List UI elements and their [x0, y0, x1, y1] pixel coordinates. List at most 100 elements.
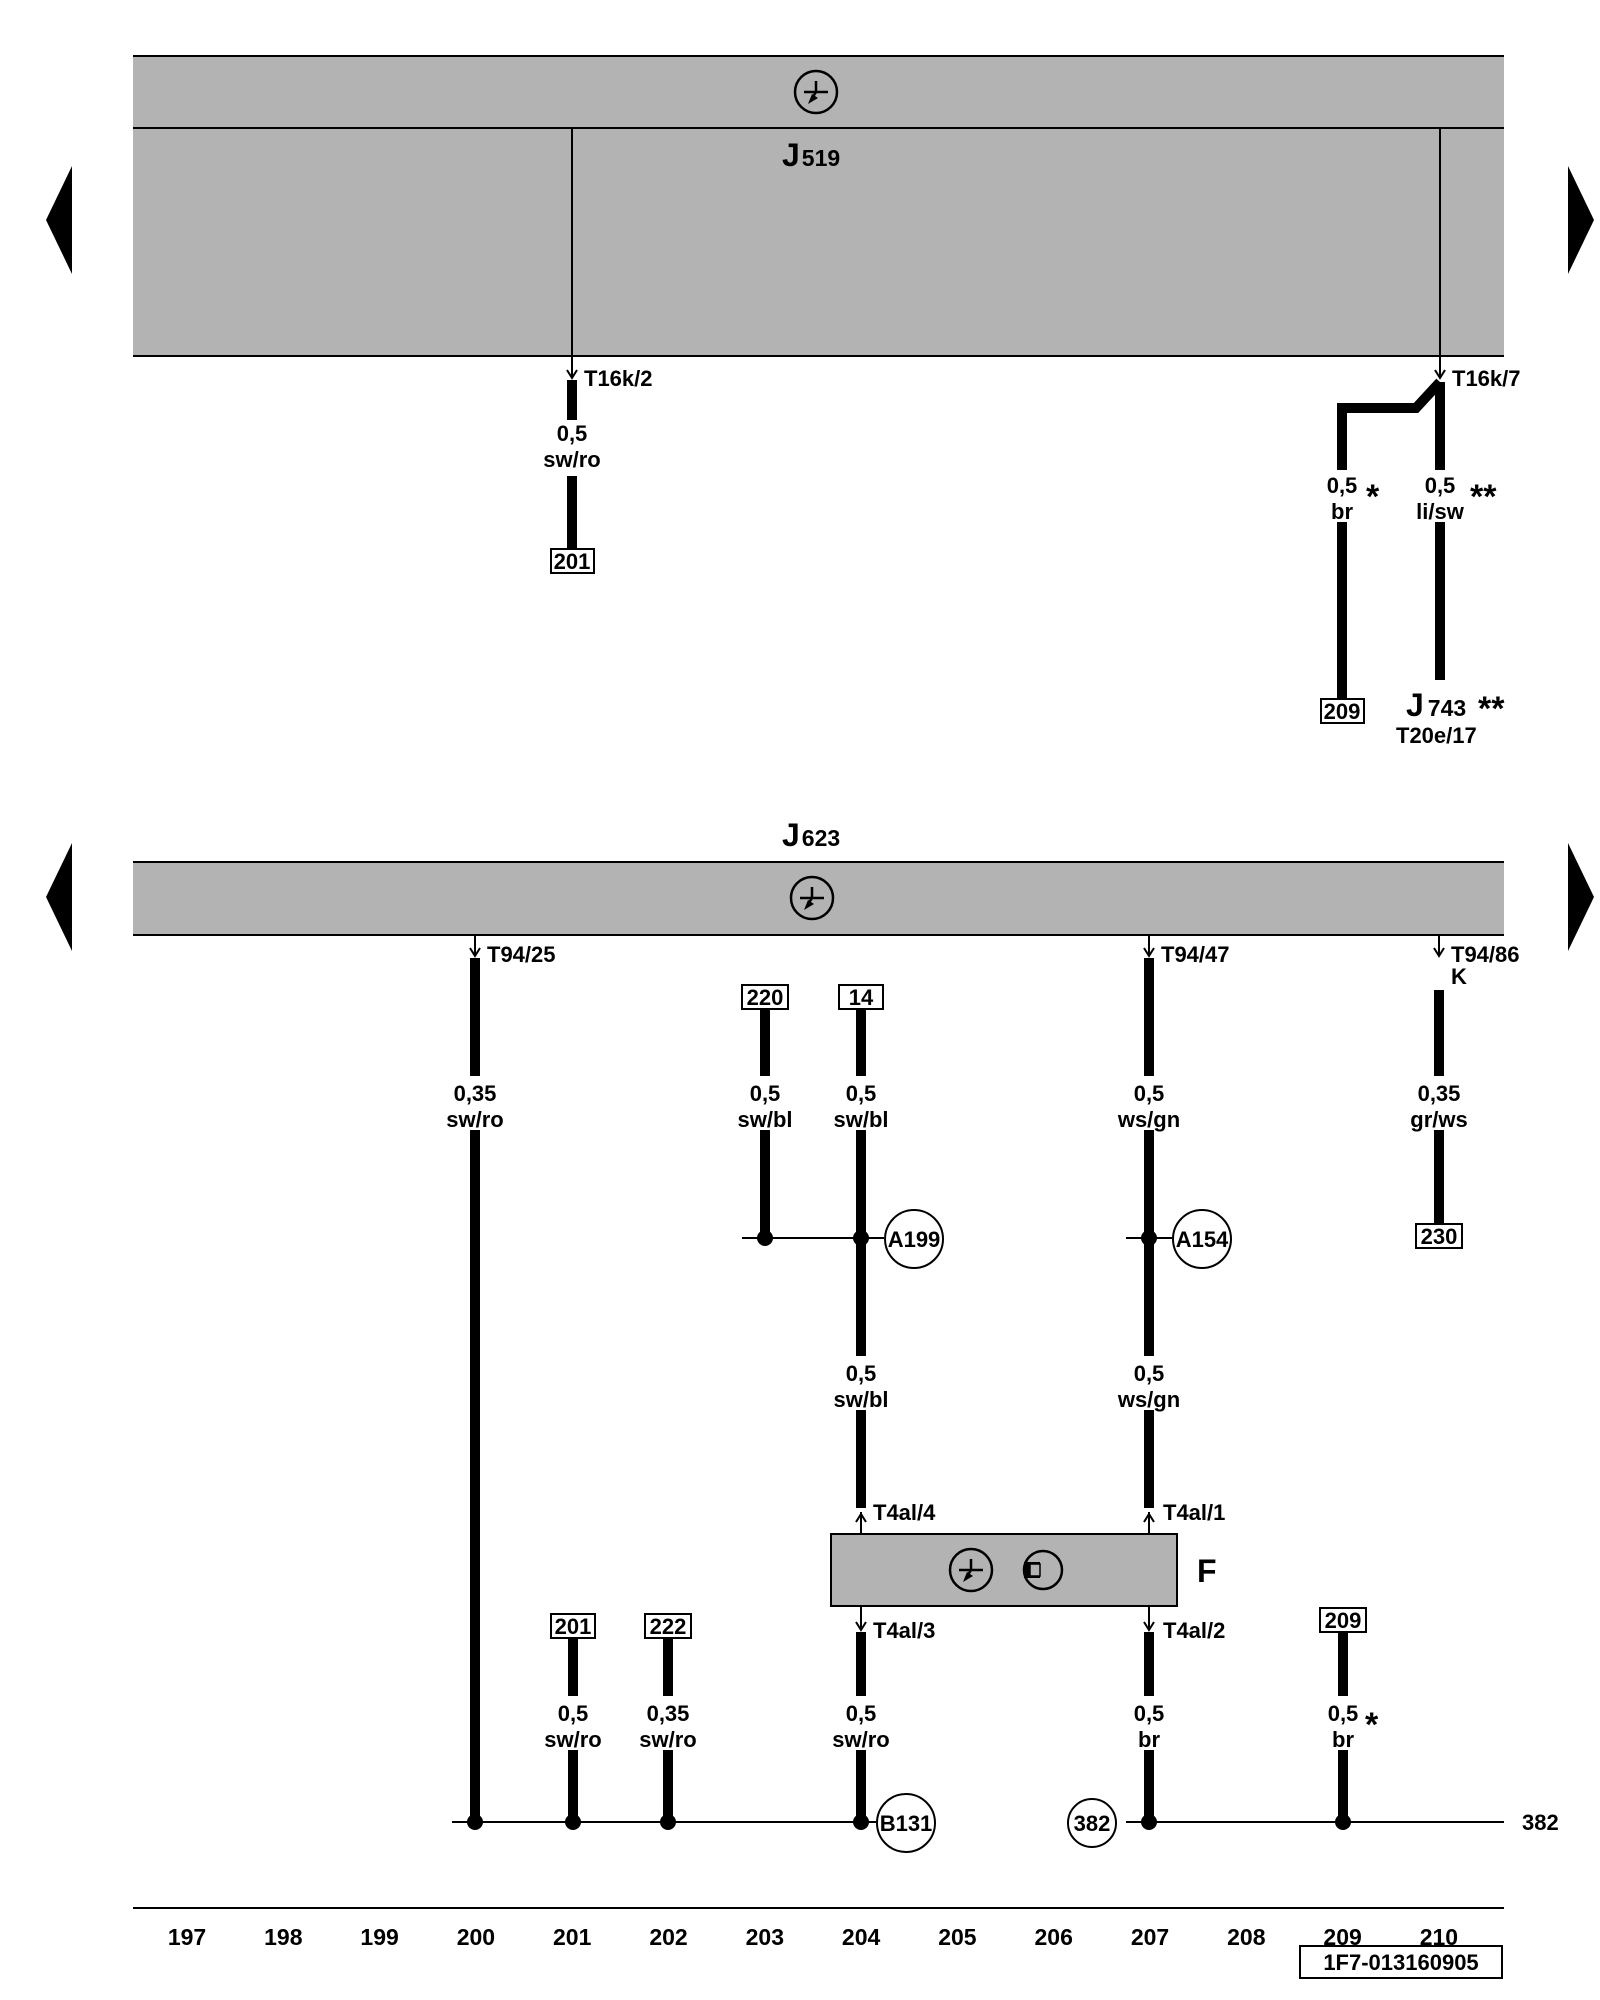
pin-t4al4: T4al/4: [855, 1500, 936, 1534]
svg-text:A199: A199: [888, 1227, 941, 1252]
wire-size: 0,5: [1134, 1701, 1165, 1726]
can-bus-icon: [948, 1547, 994, 1593]
ground-bus-b131: [452, 1814, 876, 1830]
ref-box[interactable]: 201: [550, 548, 595, 574]
wire-209-382: 0,5 br *: [1328, 1633, 1379, 1822]
wire-size: 0,5: [1328, 1701, 1359, 1726]
footnote-star: **: [1478, 690, 1505, 728]
wire-222-ground: 0,35 sw/ro: [639, 1639, 697, 1822]
svg-text:A154: A154: [1176, 1227, 1229, 1252]
wire-color: ws/gn: [1117, 1387, 1180, 1412]
wire-color: sw/ro: [446, 1107, 503, 1132]
pin-label: T20e/17: [1396, 723, 1477, 748]
svg-text:230: 230: [1421, 1224, 1458, 1249]
wire-size: 0,5: [557, 421, 588, 446]
pin-t4al1: T4al/1: [1143, 1500, 1225, 1534]
wire-size: 0,5: [846, 1361, 877, 1386]
footnote-star: *: [1365, 1706, 1379, 1744]
column-number: 203: [746, 1924, 784, 1950]
can-bus-icon: [793, 69, 839, 115]
j623-module: [133, 861, 1504, 936]
wire-size: 0,35: [454, 1081, 497, 1106]
svg-text:201: 201: [555, 1614, 592, 1639]
wire-14: 0,5 sw/bl: [833, 1010, 889, 1246]
footnote-star: *: [1366, 478, 1380, 516]
wire-t16k7-br: 0,5 br *: [1327, 378, 1444, 702]
pin-label: T94/86: [1451, 942, 1520, 967]
page-prev-arrow-icon[interactable]: [46, 166, 72, 274]
column-number: 202: [649, 1924, 687, 1950]
wire-a154-f: 0,5 ws/gn: [1117, 1238, 1180, 1508]
wire-size: 0,5: [1134, 1081, 1165, 1106]
pin-label: T4al/1: [1163, 1500, 1225, 1525]
ref-box[interactable]: 14: [838, 984, 884, 1010]
column-number: 207: [1131, 1924, 1169, 1950]
svg-text:209: 209: [1324, 699, 1361, 724]
ref-box[interactable]: 220: [741, 984, 789, 1010]
wire-color: sw/bl: [737, 1107, 792, 1132]
pin-sublabel: K: [1451, 964, 1467, 989]
svg-text:222: 222: [650, 1614, 687, 1639]
wire-color: li/sw: [1416, 499, 1465, 524]
page-next-arrow-icon[interactable]: [1568, 843, 1594, 951]
wire-size: 0,35: [1418, 1081, 1461, 1106]
svg-text:201: 201: [554, 549, 591, 574]
column-number: 197: [168, 1924, 206, 1950]
ref-box[interactable]: 209: [1319, 1607, 1367, 1633]
column-number: 200: [457, 1924, 495, 1950]
wire-size: 0,5: [1425, 473, 1456, 498]
svg-text:B131: B131: [880, 1811, 933, 1836]
connector-b131[interactable]: B131: [876, 1793, 936, 1853]
wire-201-ground: 0,5 sw/ro: [544, 1639, 602, 1822]
wire-t4al2-382: 0,5 br: [1134, 1632, 1165, 1822]
wire-color: br: [1331, 499, 1353, 524]
wire-a199-f: 0,5 sw/bl: [833, 1238, 889, 1508]
svg-text:220: 220: [747, 985, 784, 1010]
svg-text:J623: J623: [782, 817, 840, 853]
wire-color: gr/ws: [1410, 1107, 1467, 1132]
column-number: 198: [264, 1924, 303, 1950]
wire-color: sw/bl: [833, 1387, 888, 1412]
wire-t94-86: 0,35 gr/ws: [1410, 990, 1468, 1226]
pin-t4al3: T4al/3: [855, 1606, 935, 1643]
column-number: 201: [553, 1924, 592, 1950]
svg-text:209: 209: [1325, 1608, 1362, 1633]
component-f-label: F: [1197, 1553, 1217, 1589]
wire-color: sw/ro: [832, 1727, 889, 1752]
wire-t94-47: 0,5 ws/gn: [1117, 958, 1180, 1246]
wire-t16k2: 0,5 sw/ro: [543, 380, 601, 552]
wire-color: sw/ro: [543, 447, 600, 472]
pin-label: T4al/3: [873, 1618, 935, 1643]
pin-label: T94/25: [487, 942, 556, 967]
footnote-star: **: [1470, 478, 1497, 516]
pin-label: T4al/2: [1163, 1618, 1225, 1643]
pin-t94-47: T94/47: [1143, 935, 1230, 967]
connector-a154[interactable]: A154: [1172, 1209, 1232, 1269]
page-prev-arrow-icon[interactable]: [46, 843, 72, 951]
svg-text:14: 14: [849, 985, 874, 1010]
wire-color: br: [1138, 1727, 1160, 1752]
j519-module: J519: [133, 55, 1504, 357]
pin-label: T94/47: [1161, 942, 1230, 967]
connector-382[interactable]: 382: [1067, 1798, 1117, 1848]
wire-size: 0,35: [647, 1701, 690, 1726]
page-next-arrow-icon[interactable]: [1568, 166, 1594, 274]
wire-220: 0,5 sw/bl: [737, 1010, 793, 1246]
column-number: 199: [360, 1924, 398, 1950]
wire-t4al3-ground: 0,5 sw/ro: [832, 1632, 890, 1822]
doc-code-box: 1F7-013160905: [1299, 1945, 1503, 1979]
ref-box[interactable]: 201: [550, 1613, 596, 1639]
pin-t16k7: T16k/7: [1434, 356, 1521, 391]
ref-box[interactable]: 209: [1320, 698, 1365, 724]
wire-size: 0,5: [750, 1081, 781, 1106]
wire-color: ws/gn: [1117, 1107, 1180, 1132]
wire-t94-25: 0,35 sw/ro: [446, 958, 504, 1822]
column-number: 206: [1035, 1924, 1073, 1950]
wire-size: 0,5: [846, 1081, 877, 1106]
ref-box[interactable]: 230: [1415, 1223, 1463, 1249]
ref-box[interactable]: 222: [644, 1613, 692, 1639]
connector-a199[interactable]: A199: [884, 1209, 944, 1269]
